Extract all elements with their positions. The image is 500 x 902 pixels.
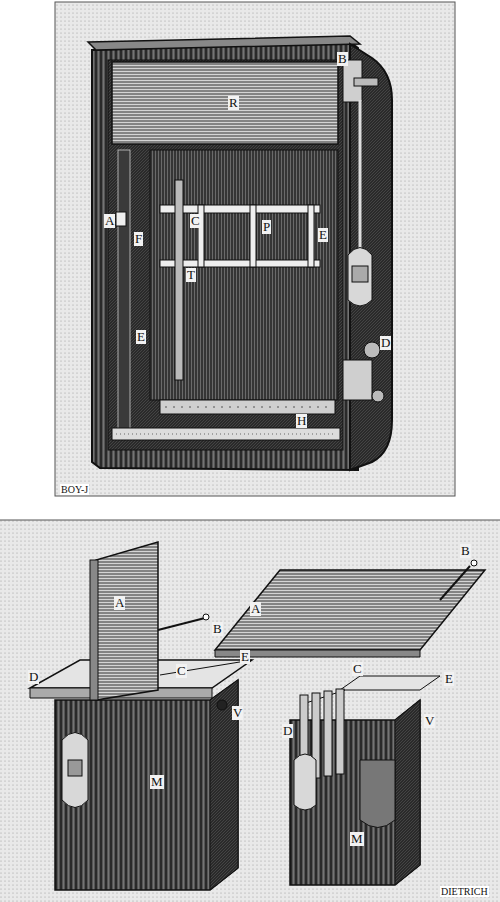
part-letter: E: [444, 672, 454, 686]
part-letter: B: [460, 544, 471, 558]
part-letter: M: [350, 832, 364, 846]
part-letter: A: [250, 602, 261, 616]
part-letter: C: [352, 662, 363, 676]
part-letter: A: [104, 214, 115, 228]
part-letter: D: [380, 336, 391, 350]
part-letter: C: [176, 664, 187, 678]
part-letter: C: [190, 214, 201, 228]
part-letter: D: [282, 724, 293, 738]
part-letter: A: [114, 596, 125, 610]
part-letter: P: [262, 220, 271, 234]
part-letter: M: [150, 775, 164, 789]
part-letter: T: [186, 268, 196, 282]
part-letter: D: [28, 670, 39, 684]
part-letter: E: [318, 228, 328, 242]
engraver-signature: BOY-J: [60, 484, 89, 495]
part-letter: V: [232, 706, 243, 720]
part-letter: B: [212, 622, 223, 636]
part-letter: B: [337, 52, 348, 66]
part-letter: F: [134, 232, 143, 246]
part-letter: V: [424, 714, 435, 728]
part-letter: H: [296, 414, 307, 428]
part-letter: E: [136, 330, 146, 344]
engraver-signature: DIETRICH: [440, 886, 489, 897]
part-letter: R: [228, 96, 239, 110]
part-letter: E: [240, 650, 250, 664]
